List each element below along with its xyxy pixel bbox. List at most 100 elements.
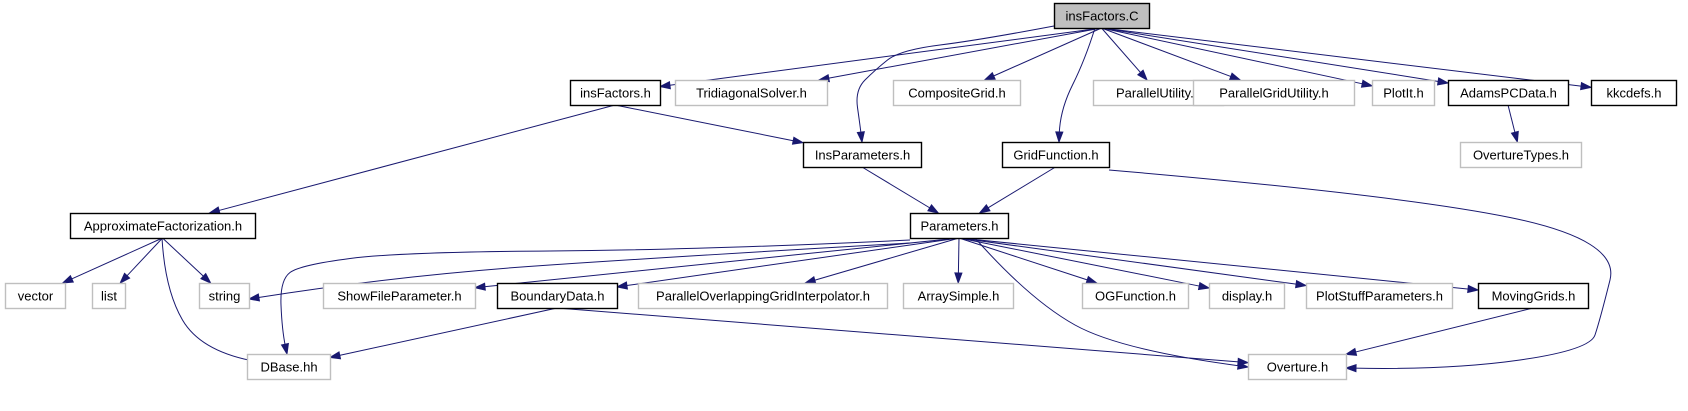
edge-ins-factors-c-to-tridiagonal-solver <box>817 27 1102 83</box>
edge-line <box>614 104 796 142</box>
node-label: insFactors.C <box>1066 9 1139 24</box>
node-show-file-parameter: ShowFileParameter.h <box>322 282 477 310</box>
node-vector: vector <box>4 282 67 310</box>
node-label: InsParameters.h <box>815 148 910 163</box>
edge-parameters-to-boundary-data <box>615 237 960 290</box>
edge-ins-factors-h-to-approximate-factorization <box>207 104 616 215</box>
arrow-head <box>927 203 940 214</box>
node-kkcdefs[interactable]: kkcdefs.h <box>1590 79 1678 107</box>
edge-line <box>974 237 1241 367</box>
edge-line <box>217 104 616 212</box>
node-plot-it: PlotIt.h <box>1371 79 1436 107</box>
arrow-head <box>856 131 865 144</box>
arrow-head <box>207 206 221 215</box>
node-box <box>1208 282 1286 310</box>
edge-line <box>280 239 911 347</box>
node-ins-factors-c[interactable]: insFactors.C <box>1053 2 1151 30</box>
node-box <box>909 212 1010 240</box>
edge-line <box>69 237 163 281</box>
node-box <box>246 353 332 381</box>
arrow-head <box>1228 72 1242 81</box>
node-moving-grids[interactable]: MovingGrids.h <box>1477 282 1590 310</box>
edge-line <box>1353 307 1534 353</box>
arrow-head <box>1344 363 1357 373</box>
node-parallel-grid-utility: ParallelGridUtility.h <box>1192 79 1356 107</box>
edge-line <box>958 237 1471 290</box>
node-label: OGFunction.h <box>1095 289 1176 304</box>
arrow-head <box>1360 79 1374 88</box>
node-ins-factors-h[interactable]: insFactors.h <box>569 79 662 107</box>
edge-line <box>826 27 1102 80</box>
arrow-head <box>1295 279 1308 289</box>
edge-boundary-data-to-overture <box>556 307 1250 366</box>
arrow-head <box>1344 347 1358 356</box>
arrow-head <box>1055 131 1064 144</box>
node-box <box>1477 282 1590 310</box>
edge-line <box>1507 104 1516 135</box>
node-box <box>1305 282 1454 310</box>
node-display: display.h <box>1208 282 1286 310</box>
node-box <box>4 282 67 310</box>
node-box <box>496 282 619 310</box>
arrow-head <box>1197 281 1211 291</box>
edge-line <box>1108 169 1612 369</box>
edge-parameters-to-dbase <box>280 239 911 356</box>
arrow-head <box>803 276 817 285</box>
edge-line <box>958 237 1299 285</box>
node-boundary-data[interactable]: BoundaryData.h <box>496 282 619 310</box>
node-box <box>569 79 662 107</box>
node-label: BoundaryData.h <box>511 289 605 304</box>
node-plot-stuff-parameters: PlotStuffParameters.h <box>1305 282 1454 310</box>
node-box <box>1247 353 1348 381</box>
edge-line <box>1101 27 1441 83</box>
edge-grid-function-to-overture <box>1108 169 1612 373</box>
arrow-head <box>328 351 342 360</box>
edge-ins-parameters-to-parameters <box>861 166 940 214</box>
node-adams-pcdata[interactable]: AdamsPCData.h <box>1447 79 1570 107</box>
edge-line <box>337 307 558 357</box>
arrow-head <box>615 281 628 290</box>
edge-line <box>986 166 1056 210</box>
node-overture: Overture.h <box>1247 353 1348 381</box>
arrow-head <box>61 274 75 284</box>
arrow-head <box>119 272 131 285</box>
node-box <box>322 282 477 310</box>
edge-moving-grids-to-overture <box>1344 307 1534 356</box>
node-label: Overture.h <box>1267 360 1328 375</box>
edge-line <box>161 237 251 361</box>
arrow-head <box>1580 81 1593 91</box>
node-grid-function[interactable]: GridFunction.h <box>1001 141 1111 169</box>
edge-ins-factors-c-to-ins-parameters <box>856 25 1055 144</box>
node-label: list <box>101 289 117 304</box>
edge-parameters-to-moving-grids <box>958 237 1480 294</box>
node-box <box>637 282 889 310</box>
node-box <box>1459 141 1583 169</box>
node-label: PlotIt.h <box>1383 86 1423 101</box>
edge-line <box>958 237 1202 287</box>
edge-approximate-factorization-to-string <box>162 237 212 285</box>
node-parameters[interactable]: Parameters.h <box>909 212 1010 240</box>
edge-line <box>1101 27 1233 78</box>
node-box <box>1371 79 1436 107</box>
node-label: ParallelOverlappingGridInterpolator.h <box>656 289 870 304</box>
arrow-head <box>983 71 996 81</box>
edge-ins-factors-c-to-ins-factors-h <box>658 27 1102 90</box>
edge-line <box>482 237 960 288</box>
edge-parameters-to-show-file-parameter <box>473 237 960 291</box>
edge-ins-factors-c-to-composite-grid <box>983 27 1102 81</box>
arrow-head <box>658 80 671 90</box>
node-box <box>69 212 257 240</box>
node-label: string <box>209 289 241 304</box>
arrow-head <box>247 293 261 302</box>
edge-line <box>957 237 960 276</box>
node-label: CompositeGrid.h <box>908 86 1006 101</box>
node-ins-parameters[interactable]: InsParameters.h <box>802 141 923 169</box>
arrow-head <box>473 282 486 291</box>
edge-parameters-to-plot-stuff-parameters <box>958 237 1308 289</box>
node-approximate-factorization[interactable]: ApproximateFactorization.h <box>69 212 257 240</box>
node-label: AdamsPCData.h <box>1460 86 1557 101</box>
node-box <box>892 79 1022 107</box>
edge-parameters-to-array-simple <box>954 237 963 285</box>
